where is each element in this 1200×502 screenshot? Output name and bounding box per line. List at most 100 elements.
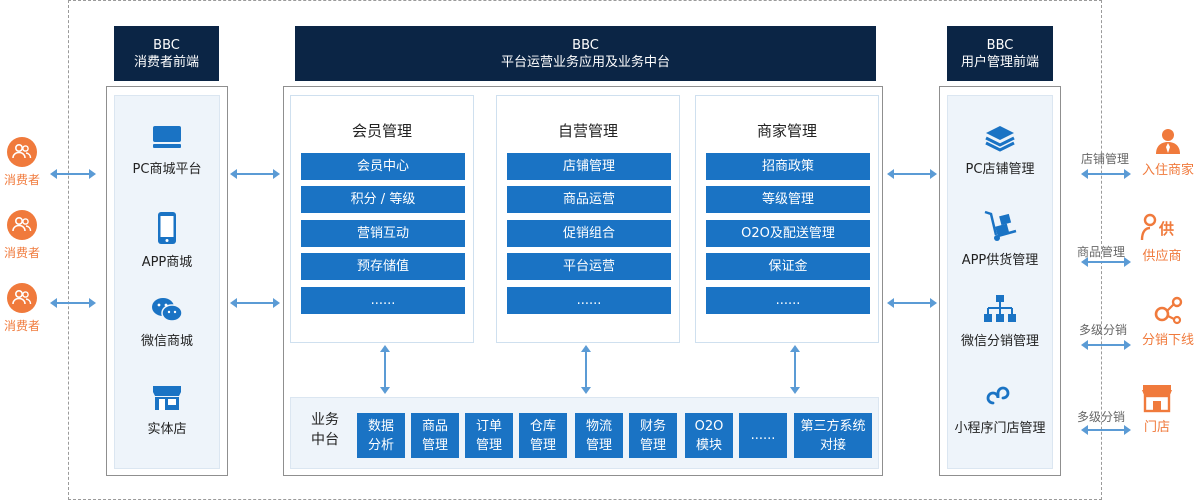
- arrow-panel1-biz: [380, 345, 390, 394]
- center-header-line1: BBC: [572, 37, 599, 53]
- biz-item-line1: 订单: [475, 418, 502, 434]
- arrow-panel3-biz: [790, 345, 800, 394]
- role-supplier[interactable]: 供 供应商: [1127, 212, 1197, 264]
- role-merchant[interactable]: 入住商家: [1133, 126, 1200, 178]
- consumer-3: 消费者: [0, 283, 44, 334]
- biz-item-finance[interactable]: 财务管理: [629, 413, 677, 458]
- arrow-right-1: [1081, 169, 1131, 179]
- panel-button[interactable]: 平台运营: [507, 253, 671, 280]
- biz-item-line2: 对接: [819, 437, 846, 453]
- panel-title: 会员管理: [351, 122, 412, 140]
- left-header-line2: 消费者前端: [133, 54, 199, 70]
- panel-button[interactable]: ......: [507, 287, 671, 314]
- biz-item-order[interactable]: 订单管理: [465, 413, 513, 458]
- left-item-label: PC商城平台: [132, 162, 202, 177]
- phone-icon: [158, 212, 176, 244]
- right-item-app-supply[interactable]: APP供货管理: [948, 209, 1052, 268]
- left-item-label: 实体店: [147, 422, 187, 437]
- center-header: BBC 平台运营业务应用及业务中台: [295, 26, 876, 81]
- biz-item-line2: 模块: [695, 437, 722, 453]
- consumer-label: 消费者: [3, 173, 40, 187]
- consumer-label: 消费者: [3, 319, 40, 333]
- role-distribution[interactable]: 分销下线: [1133, 294, 1200, 348]
- panel-button[interactable]: 促销组合: [507, 220, 671, 247]
- panel-button[interactable]: 店铺管理: [507, 153, 671, 180]
- outer-dashed-border: [68, 0, 1102, 500]
- biz-label: 业务 中台: [305, 410, 345, 450]
- wechat-icon: [152, 298, 183, 322]
- biz-item-line2: 管理: [639, 437, 666, 453]
- role-shop[interactable]: 门店: [1122, 383, 1192, 435]
- left-item-app[interactable]: APP商城: [115, 211, 219, 270]
- panel-member: 会员管理 会员中心 积分 / 等级 营销互动 预存储值 ......: [290, 95, 474, 343]
- left-item-pc[interactable]: PC商城平台: [115, 124, 219, 177]
- left-column: PC商城平台 APP商城 微信商城 实体店: [106, 86, 228, 476]
- arrow-panel2-biz: [581, 345, 591, 394]
- panel-button[interactable]: 积分 / 等级: [301, 186, 465, 213]
- panel-selfop: 自营管理 店铺管理 商品运营 促销组合 平台运营 ......: [496, 95, 680, 343]
- role-label: 分销下线: [1141, 333, 1194, 348]
- right-item-label: PC店铺管理: [965, 162, 1035, 177]
- panel-button[interactable]: 会员中心: [301, 153, 465, 180]
- store-icon: [153, 386, 181, 410]
- biz-item-line1: O2O: [694, 418, 724, 434]
- panel-button[interactable]: O2O及配送管理: [706, 220, 870, 247]
- panel-button[interactable]: 等级管理: [706, 186, 870, 213]
- panel-button[interactable]: ......: [706, 287, 870, 314]
- layers-icon: [985, 126, 1015, 152]
- biz-item-line1: 商品: [421, 418, 448, 434]
- biz-item-o2o[interactable]: O2O 模块: [685, 413, 733, 458]
- panel-button[interactable]: 招商政策: [706, 153, 870, 180]
- left-item-wechat[interactable]: 微信商城: [115, 296, 219, 349]
- consumer-label: 消费者: [3, 246, 40, 260]
- monitor-icon: [153, 126, 181, 148]
- arrow-consumer-3: [50, 298, 96, 308]
- biz-item-line1: ......: [750, 428, 776, 443]
- biz-item-line2: 管理: [421, 437, 448, 453]
- left-item-store[interactable]: 实体店: [115, 384, 219, 437]
- role-label: 入住商家: [1141, 163, 1194, 178]
- consumer-icon: [7, 137, 37, 167]
- biz-item-product[interactable]: 商品管理: [411, 413, 459, 458]
- right-header: BBC 用户管理前端: [947, 26, 1053, 81]
- arrow-right-3: [1081, 340, 1131, 350]
- left-item-label: APP商城: [141, 255, 193, 270]
- biz-item-more[interactable]: ......: [739, 413, 787, 458]
- hierarchy-icon: [984, 295, 1016, 322]
- left-header: BBC 消费者前端: [114, 26, 219, 81]
- share-icon: [1154, 296, 1183, 325]
- panel-button[interactable]: ......: [301, 287, 465, 314]
- panel-button[interactable]: 保证金: [706, 253, 870, 280]
- right-item-miniprogram[interactable]: 小程序门店管理: [948, 381, 1052, 436]
- panel-button[interactable]: 营销互动: [301, 220, 465, 247]
- panel-title: 自营管理: [557, 122, 618, 140]
- arrow-right-4: [1081, 425, 1131, 435]
- biz-item-line2: 管理: [529, 437, 556, 453]
- right-column-inner: PC店铺管理 APP供货管理 微信分销管理 小程序门店管理: [947, 95, 1053, 469]
- panel-button[interactable]: 预存储值: [301, 253, 465, 280]
- right-item-pc-shop[interactable]: PC店铺管理: [948, 124, 1052, 177]
- biz-label-line2: 中台: [311, 432, 339, 448]
- consumer-1: 消费者: [0, 137, 44, 188]
- right-item-label: 微信分销管理: [960, 334, 1039, 349]
- right-link-label: 店铺管理: [1080, 152, 1129, 166]
- right-link-label: 商品管理: [1076, 245, 1125, 259]
- biz-item-data-analysis[interactable]: 数据分析: [357, 413, 405, 458]
- biz-item-line1: 财务: [639, 418, 666, 434]
- center-header-line2: 平台运营业务应用及业务中台: [500, 54, 670, 70]
- arrow-middle-right-top: [887, 169, 937, 179]
- mini-program-icon: [986, 386, 1010, 405]
- biz-item-warehouse[interactable]: 仓库管理: [519, 413, 567, 458]
- left-item-label: 微信商城: [140, 334, 193, 349]
- right-header-line1: BBC: [986, 37, 1014, 53]
- biz-item-logistics[interactable]: 物流管理: [575, 413, 623, 458]
- hand-truck-icon: [984, 210, 1017, 241]
- biz-label-line1: 业务: [311, 412, 339, 428]
- biz-item-line2: 管理: [585, 437, 612, 453]
- right-item-wechat-dist[interactable]: 微信分销管理: [948, 294, 1052, 349]
- biz-item-line1: 数据: [367, 418, 394, 434]
- right-item-label: APP供货管理: [961, 253, 1039, 268]
- biz-item-third-party[interactable]: 第三方系统对接: [794, 413, 872, 458]
- panel-button[interactable]: 商品运营: [507, 186, 671, 213]
